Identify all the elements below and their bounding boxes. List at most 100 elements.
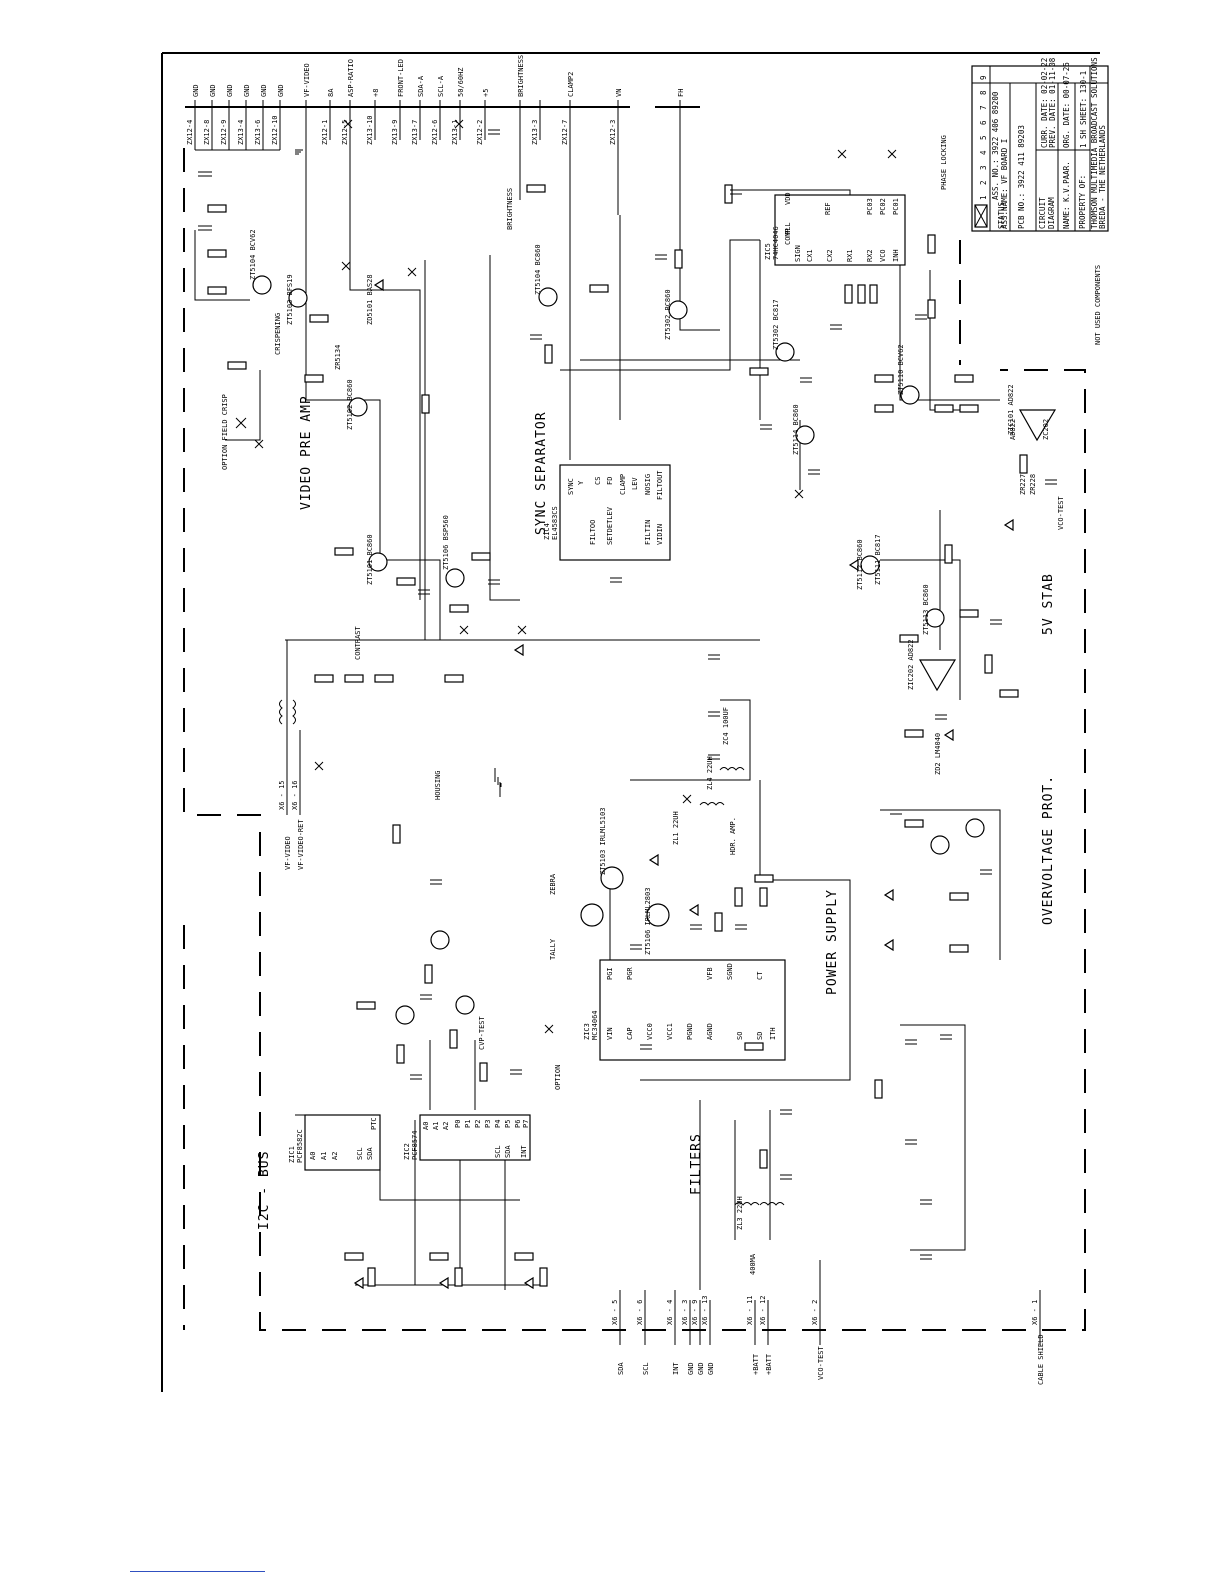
bottom-connector: VCO-TEST — [817, 1345, 825, 1380]
ic-pin: VIN — [606, 1027, 614, 1040]
component-label: ZT5106 IRLML2803 — [644, 888, 652, 955]
bottom-connector: CABLE SHIELD — [1037, 1334, 1045, 1385]
transistor-zt5304 — [538, 287, 558, 307]
top-connector: +5 — [482, 89, 490, 97]
ic-pin: A0 — [422, 1122, 430, 1130]
ic-pin: REF — [824, 202, 832, 215]
ic-pin: A2 — [442, 1122, 450, 1130]
component-label: ZT5110 BCV62 — [897, 344, 905, 395]
ic-pin: VCO — [879, 249, 887, 262]
ic-type: EL4583CS — [551, 506, 559, 540]
ic-pin: FD — [606, 477, 614, 485]
component-label: ZD5101 BAS28 — [366, 274, 374, 325]
not-used-component: ZC202 — [1042, 419, 1050, 440]
bottom-connector: GND — [707, 1362, 715, 1375]
bottom-connector: GND — [697, 1362, 705, 1375]
ic-pin: VCC1 — [666, 1023, 674, 1040]
bottom-pin: X6 - 5 — [611, 1300, 619, 1325]
ic-ref: ZIC4 — [543, 523, 551, 540]
ic-ref: ZIC1 — [288, 1146, 296, 1163]
component-label: ZT5111 BC817 — [874, 534, 882, 585]
rev-digit: 6 — [979, 120, 988, 125]
label-fuse: 400MA — [749, 1253, 757, 1275]
title-block: 1 2 3 4 5 6 7 8 9 STATUS ASS. NO.: 3922 … — [971, 57, 1109, 232]
rev-digit: 3 — [979, 165, 988, 170]
ic-pin: A2 — [331, 1152, 339, 1160]
ic-ref: ZIC5 — [764, 243, 772, 260]
transistor-zt5115 — [430, 930, 450, 950]
transistor-zt5102 — [348, 397, 368, 417]
ic-pin: INH — [892, 249, 900, 262]
ic-zic2: ZIC2 PCF8574 A0 A1 A2 P0 P1 P2 P3 P4 P5 … — [403, 1114, 531, 1161]
section-titles: VIDEO PRE AMP SYNC SEPARATOR I2C - BUS F… — [257, 135, 1102, 1230]
component-label: ZT5302 BC817 — [772, 299, 780, 350]
top-pin: ZX12-6 — [431, 120, 439, 145]
transistor-zt5303 — [668, 300, 688, 320]
ic-pin: CT — [756, 971, 764, 980]
top-connector: ASP-RATIO — [347, 59, 355, 97]
top-connector: VN — [615, 89, 623, 97]
jumpers — [235, 119, 897, 1034]
ic-pin: P6 — [514, 1120, 522, 1128]
bottom-pin: X6 - 4 — [666, 1300, 674, 1325]
transistor-zt5302 — [775, 342, 795, 362]
component-label: ZC4 100UF — [722, 707, 730, 745]
ic-pin: VIDIN — [656, 524, 664, 545]
ic-type: PCF8574 — [411, 1130, 419, 1160]
ic-pin: PC03 — [866, 198, 874, 215]
ic-pin: P1 — [464, 1120, 472, 1128]
tb-curr-date: CURR. DATE: 02-02-22 — [1040, 58, 1049, 148]
revision-digits: 1 2 3 4 5 6 7 8 9 — [979, 75, 988, 200]
bottom-pin: X6 - 3 — [681, 1300, 689, 1325]
ic-pin: CX1 — [806, 249, 814, 262]
ic-pin: COMP — [784, 228, 792, 245]
ic-pin: RX2 — [866, 249, 874, 262]
rev-digit: 7 — [979, 105, 988, 110]
top-connector: FH — [677, 89, 685, 97]
not-used-component: ZR227 — [1019, 474, 1027, 495]
tb-city: BREDA - THE NETHERLANDS — [1098, 125, 1107, 229]
top-pin: ZX12-5 — [341, 120, 349, 145]
transistor-zt5116 — [395, 1005, 415, 1025]
section-sync-separator: SYNC SEPARATOR — [534, 411, 549, 535]
ic-pin: SETDETLEV — [606, 506, 614, 545]
op-amps — [918, 409, 1057, 692]
capacitors — [198, 129, 1057, 1260]
component-label: ZIC202 AD822 — [907, 639, 915, 690]
transistor-zt5301 — [795, 425, 815, 445]
component-labels: ZT5104 BCV62 ZT5103 BFS19 ZD5101 BAS28 Z… — [249, 229, 1015, 1230]
bottom-pin: X6 - 11 — [746, 1295, 754, 1325]
transistor-zt5106-pwr — [646, 903, 670, 927]
ic-pin: CS — [594, 477, 602, 485]
ic-pin: FILTOUT — [656, 470, 664, 500]
section-borders — [183, 148, 1086, 1331]
tb-sheet-no: 1 SH — [1079, 129, 1088, 148]
top-pin: ZX12-4 — [186, 120, 194, 145]
not-used-component: AD822 — [1009, 419, 1017, 440]
component-label: ZT5103 IRLML5103 — [599, 808, 607, 875]
top-pin: ZX13-10 — [366, 115, 374, 145]
section-video-pre-amp: VIDEO PRE AMP — [299, 395, 314, 510]
video-connector: VF-VIDEO-RET — [297, 819, 305, 870]
bottom-pin: X6 - 12 — [759, 1295, 767, 1325]
bottom-pin: X6 - 2 — [811, 1300, 819, 1325]
top-connector: 50/60HZ — [457, 67, 465, 97]
ics: ZIC1 PCF8582C A0 A1 A2 PTC SCL SDA ZIC2 … — [288, 192, 906, 1171]
ic-zic1: ZIC1 PCF8582C A0 A1 A2 PTC SCL SDA — [288, 1114, 381, 1171]
top-pin: ZX13-4 — [237, 120, 245, 145]
transistor-zt5103-pwr — [600, 866, 624, 890]
video-pin: X6 - 15 — [278, 780, 286, 810]
top-pin: ZX12-2 — [476, 120, 484, 145]
top-connector: GND — [277, 84, 285, 97]
ic-pin: Y — [577, 480, 585, 485]
transistor-zt5106 — [445, 568, 465, 588]
annotations: CONTRAST CRISPENING BRIGHTNESS OPTION FI… — [221, 188, 1065, 1275]
top-connector: GND — [243, 84, 251, 97]
rev-digit: 2 — [979, 180, 988, 185]
component-label: ZT5113 BC860 — [922, 584, 930, 635]
ic-pin: PTC — [370, 1117, 378, 1130]
section-filters: FILTERS — [689, 1133, 704, 1195]
top-connector: +8 — [372, 89, 380, 97]
component-label: ZR5134 — [334, 345, 342, 370]
